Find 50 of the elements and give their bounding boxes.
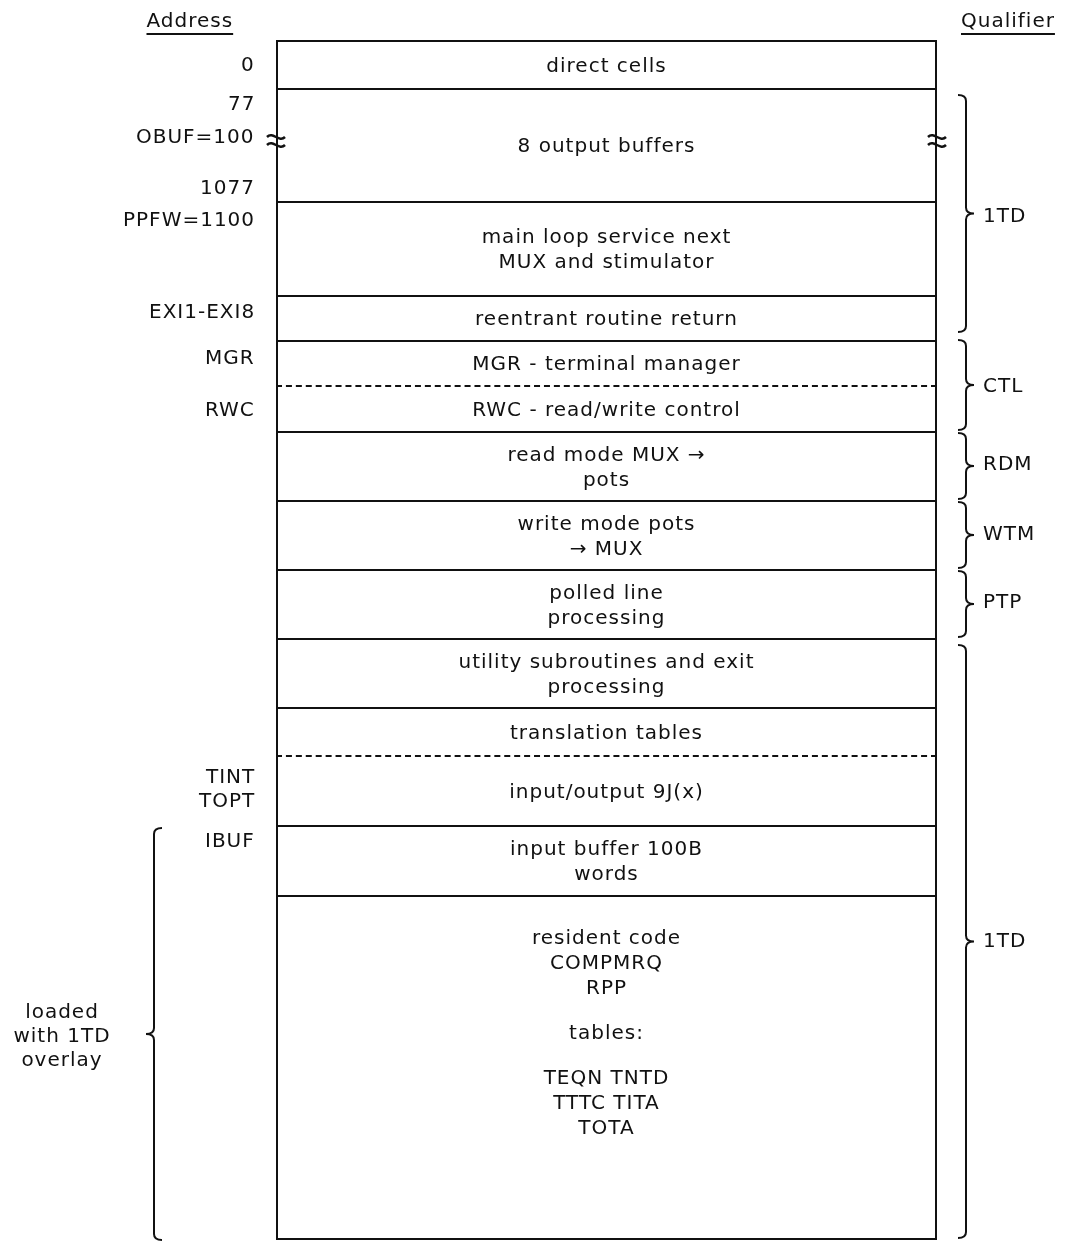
- qualifier-label: 1TD: [983, 203, 1027, 227]
- memory-segment: [276, 340, 937, 385]
- segment-text: tables:: [569, 1020, 644, 1045]
- memory-segment: [276, 40, 937, 88]
- segment-text: direct cells: [546, 52, 667, 78]
- column-header: Qualifier: [961, 8, 1055, 32]
- memory-segment: [276, 638, 937, 707]
- segment-text: main loop service next MUX and stimulator: [481, 224, 732, 274]
- address-label: RWC: [205, 397, 255, 421]
- address-label: 77: [228, 91, 256, 115]
- segment-text: read mode MUX → pots: [506, 441, 707, 492]
- memory-segment: [276, 385, 937, 431]
- memory-segment: [276, 755, 937, 825]
- memory-segment: [276, 895, 937, 1240]
- column-header: Address: [146, 8, 234, 32]
- segment-text: input/output 9J(x): [509, 778, 704, 804]
- address-label: EXI1-EXI8: [149, 299, 256, 323]
- qualifier-label: 1TD: [983, 928, 1027, 952]
- segment-text: 8 output buffers: [517, 133, 696, 158]
- segment-text: write mode pots → MUX: [516, 510, 697, 561]
- address-label: 1077: [200, 175, 255, 199]
- address-label: TOPT: [199, 788, 256, 812]
- segment-text: TEQN TNTD TTTC TITA TOTA: [542, 1065, 671, 1140]
- qualifier-label: WTM: [983, 521, 1036, 545]
- address-label: TINT: [206, 764, 256, 788]
- segment-text: RWC - read/write control: [472, 396, 741, 422]
- memory-segment: [276, 569, 937, 638]
- address-label: PPFW=1100: [123, 207, 256, 231]
- overlay-note: loaded with 1TD overlay: [12, 999, 112, 1071]
- memory-segment: [276, 431, 937, 500]
- segment-text: MGR - terminal manager: [472, 351, 741, 376]
- qualifier-label: CTL: [983, 373, 1024, 397]
- address-label: OBUF=100: [136, 124, 255, 148]
- memory-segment: [276, 88, 937, 201]
- segment-text: input buffer 100B words: [508, 836, 704, 886]
- qualifier-label: PTP: [983, 589, 1023, 613]
- address-label: 0: [241, 52, 255, 76]
- segment-text: translation tables: [510, 719, 703, 745]
- segment-text: polled line processing: [546, 579, 667, 630]
- segment-text: reentrant routine return: [475, 306, 738, 331]
- memory-segment: [276, 295, 937, 340]
- segment-text: utility subroutines and exit processing: [457, 648, 756, 699]
- memory-segment: [276, 201, 937, 295]
- qualifier-label: RDM: [983, 451, 1033, 475]
- segment-text: resident code COMPMRQ RPP: [531, 925, 682, 1000]
- address-label: IBUF: [205, 828, 255, 852]
- memory-segment: [276, 500, 937, 569]
- memory-segment: [276, 825, 937, 895]
- address-label: MGR: [205, 345, 255, 369]
- memory-segment: [276, 707, 937, 755]
